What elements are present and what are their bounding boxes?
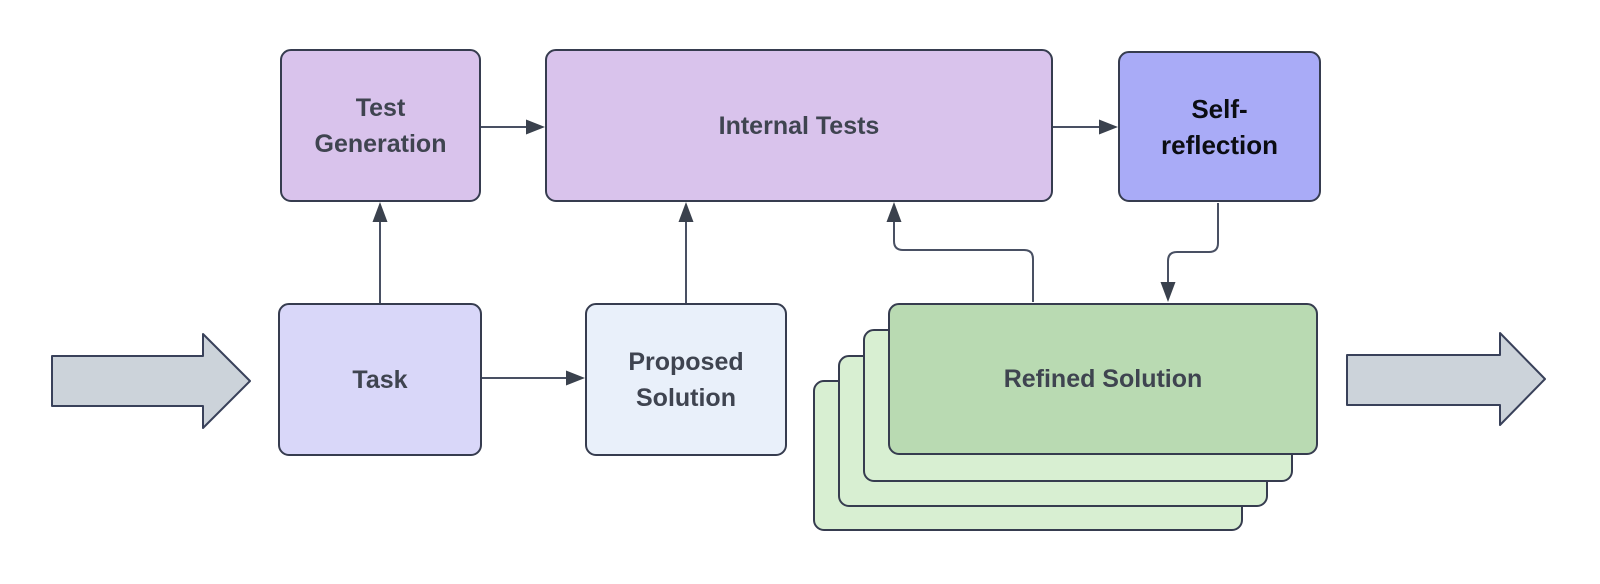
node-proposed-solution: Proposed Solution	[585, 303, 787, 456]
node-task-label: Task	[352, 365, 408, 394]
connector-refined-solution-to-internal-tests	[886, 202, 1034, 302]
connector-task-to-test-generation	[372, 202, 388, 303]
connector-internal-tests-to-self-reflection	[1053, 119, 1118, 135]
node-test-generation: Test Generation	[280, 49, 481, 202]
node-task: Task	[278, 303, 482, 456]
connector-proposed-solution-to-internal-tests	[678, 202, 694, 303]
node-proposed-solution-label: Proposed Solution	[628, 347, 744, 412]
flow-in-arrow-icon	[51, 333, 251, 429]
node-test-generation-label: Test Generation	[314, 93, 447, 158]
node-refined-solution: Refined Solution	[888, 303, 1318, 455]
connector-self-reflection-to-refined-solution	[1160, 203, 1219, 302]
flow-out-arrow-icon	[1346, 332, 1546, 426]
node-refined-solution-label: Refined Solution	[1003, 365, 1203, 393]
node-self-reflection: Self-reflection	[1118, 51, 1321, 202]
node-self-reflection-label: Self-reflection	[1160, 93, 1279, 160]
node-internal-tests-label: Internal Tests	[718, 111, 880, 140]
node-internal-tests: Internal Tests	[545, 49, 1053, 202]
connector-task-to-proposed-solution	[482, 370, 585, 386]
connector-test-generation-to-internal-tests	[481, 119, 545, 135]
